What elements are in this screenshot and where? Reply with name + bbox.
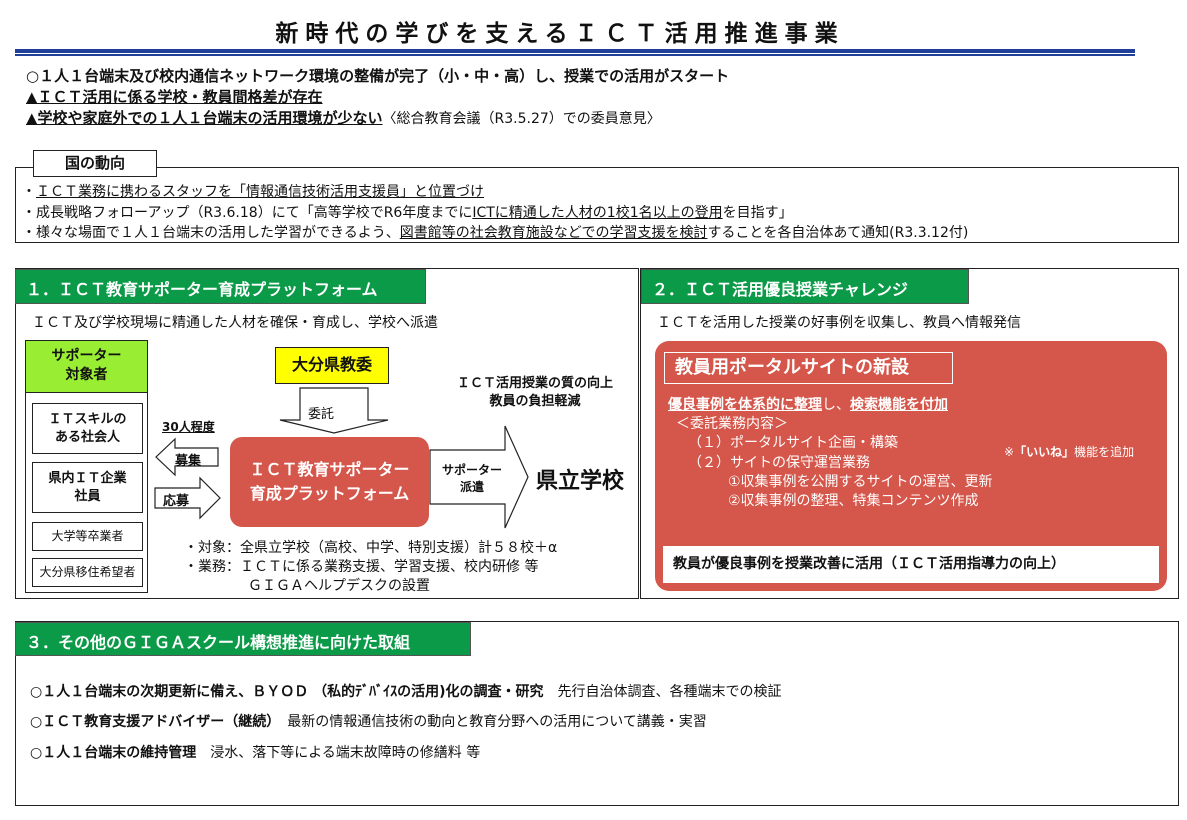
underlined-text: ICTに精通した人材の1校1名以上の登用: [472, 205, 723, 221]
dispatch-arrow: [429, 425, 529, 529]
like-note: ※「いいね」機能を追加: [1004, 443, 1134, 460]
section-1-header: １．ＩＣＴ教育サポーター育成プラットフォーム: [15, 269, 426, 304]
national-trend-label: 国の動向: [33, 150, 157, 177]
contract-item-1: （１）ポータルサイト企画・構築: [688, 435, 898, 451]
portal-title: 教員用ポータルサイトの新設: [664, 352, 953, 384]
target-migrants: 大分県移住希望者: [32, 558, 143, 587]
text: ○１人１台端末の維持管理: [30, 745, 197, 761]
intro-line-3-note: 〈総合教育会議（R3.5.27）での委員意見〉: [382, 111, 661, 127]
text: 最新の情報通信技術の動向と教育分野への活用について講義・実習: [287, 714, 707, 730]
section-3-item-1: ○１人１台端末の次期更新に備え、ＢＹＯＤ （私的ﾃﾞﾊﾞｲｽの活用)化の調査・研…: [30, 681, 782, 701]
text: 教員の負担軽減: [489, 394, 581, 410]
section-2-header: ２．ＩＣＴ活用優良授業チャレンジ: [641, 269, 969, 304]
target-it-professionals: ＩＴスキルのある社会人: [32, 403, 143, 454]
text: 検索機能を付加: [850, 397, 948, 413]
national-item-2: ・成長戦略フォローアップ（R3.6.18）にて「高等学校でR6年度までにICTに…: [22, 202, 793, 222]
section-3-item-3: ○１人１台端末の維持管理 浸水、落下等による端末故障時の修繕料 等: [30, 742, 480, 762]
portal-lead: 優良事例を体系的に整理し、検索機能を付加: [668, 394, 948, 414]
text: ＩＴスキルの: [48, 411, 127, 427]
text: ・: [22, 184, 36, 200]
target-it-employees: 県内ＩＴ企業社員: [32, 462, 143, 513]
result-box: 教員が優良事例を授業改善に活用（ＩＣＴ活用指導力の向上）: [663, 546, 1159, 583]
recruit-arrow: [155, 437, 219, 477]
contract-sub-2: ②収集事例の整理、特集コンテンツ作成: [728, 493, 979, 509]
text: ○１人１台端末の次期更新に備え、ＢＹＯＤ （私的ﾃﾞﾊﾞｲｽの活用)化の調査・研…: [30, 684, 544, 700]
text: 社員: [74, 488, 101, 504]
text: 「いいね」: [1014, 445, 1075, 459]
text: 先行自治体調査、各種端末での検証: [557, 684, 782, 700]
dispatch-label: サポーター派遣: [436, 462, 508, 496]
supporter-header: サポーター対象者: [25, 340, 148, 393]
section-3-item-2: ○ＩＣＴ教育支援アドバイザー（継続） 最新の情報通信技術の動向と教育分野への活用…: [30, 711, 707, 731]
entrust-arrow: [279, 387, 389, 434]
apply-arrow: [154, 476, 221, 520]
text: 派遣: [459, 479, 484, 494]
text: 優良事例を体系的に整理: [668, 397, 822, 413]
text: ※: [1004, 445, 1015, 459]
oita-board-box: 大分県教委: [275, 347, 389, 384]
text: ＩＣＴ教育サポーター: [249, 460, 410, 479]
text: ・様々な場面で１人１台端末の活用した学習ができるよう、: [22, 225, 400, 241]
bullet-work: ・業務：ＩＣＴに係る業務支援、学習支援、校内研修 等: [184, 559, 539, 575]
text: サポーター: [441, 463, 502, 477]
text: ○ＩＣＴ教育支援アドバイザー（継続）: [30, 714, 274, 730]
text: し、: [822, 397, 850, 413]
prefectural-schools: 県立学校: [536, 469, 625, 494]
text: ＩＣＴ活用授業の質の向上: [456, 376, 613, 391]
section-3-header: ３．その他のＧＩＧＡスクール構想推進に向けた取組: [15, 622, 471, 656]
entrust-label: 委託: [308, 407, 335, 422]
text: ある社会人: [54, 429, 120, 445]
bullet-helpdesk: ＧＩＧＡヘルプデスクの設置: [248, 578, 430, 594]
text: ・成長戦略フォローアップ（R3.6.18）にて「高等学校でR6年度までに: [22, 205, 473, 221]
national-item-1: ・ＩＣＴ業務に携わるスタッフを「情報通信技術活用支援員」と位置づけ: [22, 181, 484, 201]
title-rule-thin: [15, 54, 1135, 56]
section-3-box: [15, 621, 1179, 806]
target-graduates: 大学等卒業者: [32, 522, 143, 551]
title-rule: [15, 49, 1135, 53]
national-item-3: ・様々な場面で１人１台端末の活用した学習ができるよう、図書館等の社会教育施設など…: [22, 222, 968, 242]
page-title: 新時代の学びを支えるＩＣＴ活用推進事業: [275, 21, 845, 47]
national-trend-box: [15, 167, 1179, 243]
section-2-box: [640, 268, 1179, 599]
text: 県内ＩＴ企業: [48, 470, 127, 486]
intro-line-3: ▲学校や家庭外での１人１台端末の活用環境が少ない〈総合教育会議（R3.5.27）…: [26, 107, 661, 128]
text: 育成プラットフォーム: [249, 484, 410, 503]
contract-item-2: （２）サイトの保守運営業務: [688, 455, 870, 471]
text: を目指す」: [722, 205, 793, 221]
platform-box: ＩＣＴ教育サポーター育成プラットフォーム: [230, 437, 429, 527]
bullet-target: ・対象：全県立学校（高校、中学、特別支援）計５８校＋α: [184, 540, 558, 556]
count-label: 30人程度: [162, 420, 215, 434]
intro-line-2: ▲ＩＣＴ活用に係る学校・教員間格差が存在: [26, 88, 323, 106]
underlined-text: 図書館等の社会教育施設などでの学習支援を検討: [399, 225, 708, 241]
apply-label: 応募: [163, 494, 190, 509]
contract-label: ＜委託業務内容＞: [676, 416, 788, 432]
underlined-text: ＩＣＴ業務に携わるスタッフを「情報通信技術活用支援員」と位置づけ: [36, 184, 484, 200]
intro-line-1: ○１人１台端末及び校内通信ネットワーク環境の整備が完了（小・中・高）し、授業での…: [26, 67, 730, 85]
text: 浸水、落下等による端末故障時の修繕料 等: [210, 745, 481, 761]
text: することを各自治体あて通知(R3.3.12付): [707, 225, 969, 241]
section-2-subtitle: ＩＣＴを活用した授業の好事例を収集し、教員へ情報発信: [657, 315, 1021, 331]
text: 機能を追加: [1074, 445, 1135, 459]
intro-line-3-bold: ▲学校や家庭外での１人１台端末の活用環境が少ない: [26, 109, 383, 127]
text: 対象者: [65, 366, 108, 383]
contract-sub-1: ①収集事例を公開するサイトの運営、更新: [728, 474, 993, 490]
effect-text: ＩＣＴ活用授業の質の向上教員の負担軽減: [440, 375, 630, 411]
recruit-label: 募集: [175, 454, 202, 469]
text: サポーター: [51, 348, 122, 364]
section-1-box: [15, 268, 639, 599]
section-1-subtitle: ＩＣＴ及び学校現場に精通した人材を確保・育成し、学校へ派遣: [32, 315, 438, 331]
